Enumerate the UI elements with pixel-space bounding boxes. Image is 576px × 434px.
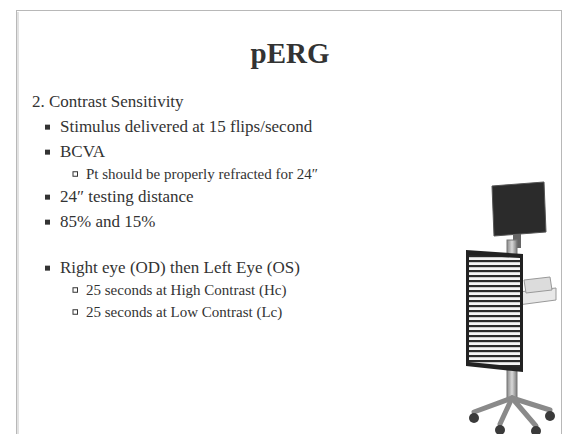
stimulus-frame xyxy=(466,250,523,372)
bullet-square xyxy=(45,266,50,271)
slide-frame xyxy=(17,11,562,434)
frame-shadow xyxy=(17,12,19,434)
bullet-text: 85% and 15% xyxy=(60,212,155,232)
bullet-text: Stimulus delivered at 15 flips/second xyxy=(60,117,312,137)
bullet-text: Right eye (OD) then Left Eye (OS) xyxy=(60,258,300,278)
bullet-square xyxy=(45,220,50,225)
back-monitor xyxy=(492,182,546,236)
perg-cart xyxy=(466,182,556,434)
sub-bullet-text: Pt should be properly refracted for 24″ xyxy=(86,165,318,183)
cart-base xyxy=(474,398,550,426)
sub-bullet-square xyxy=(73,172,78,177)
slide-title: pERG xyxy=(251,36,330,71)
bullet-square xyxy=(45,195,50,200)
bullet-text: 24″ testing distance xyxy=(60,187,194,207)
stimulus-screen xyxy=(469,255,520,367)
sub-bullet-square xyxy=(73,288,78,293)
cart-wheels xyxy=(469,411,555,434)
keyboard xyxy=(524,277,552,293)
sub-bullet-square xyxy=(73,310,78,315)
bullet-square xyxy=(45,150,50,155)
sub-bullet-text: 25 seconds at Low Contrast (Lc) xyxy=(86,303,282,321)
sub-bullet-text: 25 seconds at High Contrast (Hc) xyxy=(86,281,286,299)
section-heading: 2. Contrast Sensitivity xyxy=(32,92,184,112)
bullet-square xyxy=(45,125,50,130)
bullet-text: BCVA xyxy=(60,142,105,162)
